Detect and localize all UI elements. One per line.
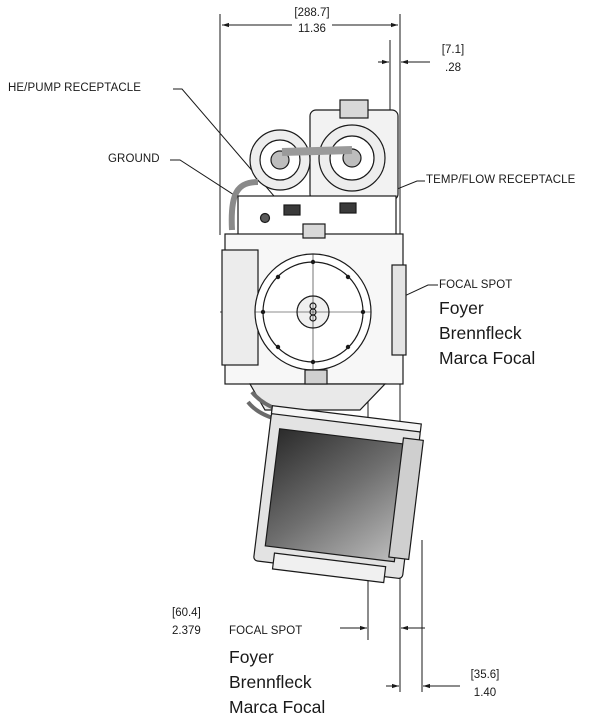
focal-translation-lower-1: Foyer xyxy=(229,647,274,667)
focal-translation-lower-3: Marca Focal xyxy=(229,697,326,717)
dim-focal-lower-mm: [60.4] xyxy=(172,607,201,619)
callout-ground: GROUND xyxy=(108,153,160,165)
dim-width-in: 11.36 xyxy=(298,23,326,35)
temp-flow-receptacle xyxy=(339,202,357,214)
callout-focal-spot-lower: FOCAL SPOT xyxy=(229,625,303,637)
focal-translation-upper-3: Marca Focal xyxy=(439,348,536,368)
collimator xyxy=(253,405,424,584)
dim-offset-top-mm: [7.1] xyxy=(441,44,465,56)
dim-focal-lower-in: 2.379 xyxy=(172,625,201,637)
dim-offset-top-in: .28 xyxy=(445,62,461,74)
ground-stud xyxy=(259,212,271,224)
collimator-screen xyxy=(264,428,410,563)
he-pump-receptacle xyxy=(283,204,301,216)
dim-offset-bottom-in: 1.40 xyxy=(473,687,497,699)
focal-translation-upper-2: Brennfleck xyxy=(439,323,522,343)
callout-he-pump-receptacle: HE/PUMP RECEPTACLE xyxy=(8,82,142,94)
callout-focal-spot-upper: FOCAL SPOT xyxy=(439,279,513,291)
tube-housing xyxy=(221,99,407,426)
callout-temp-flow-receptacle: TEMP/FLOW RECEPTACLE xyxy=(426,174,576,186)
dim-width-mm: [288.7] xyxy=(294,7,330,19)
dim-offset-bottom-mm: [35.6] xyxy=(470,669,500,681)
focal-translation-lower-2: Brennfleck xyxy=(229,672,312,692)
focal-translation-upper-1: Foyer xyxy=(439,298,484,318)
